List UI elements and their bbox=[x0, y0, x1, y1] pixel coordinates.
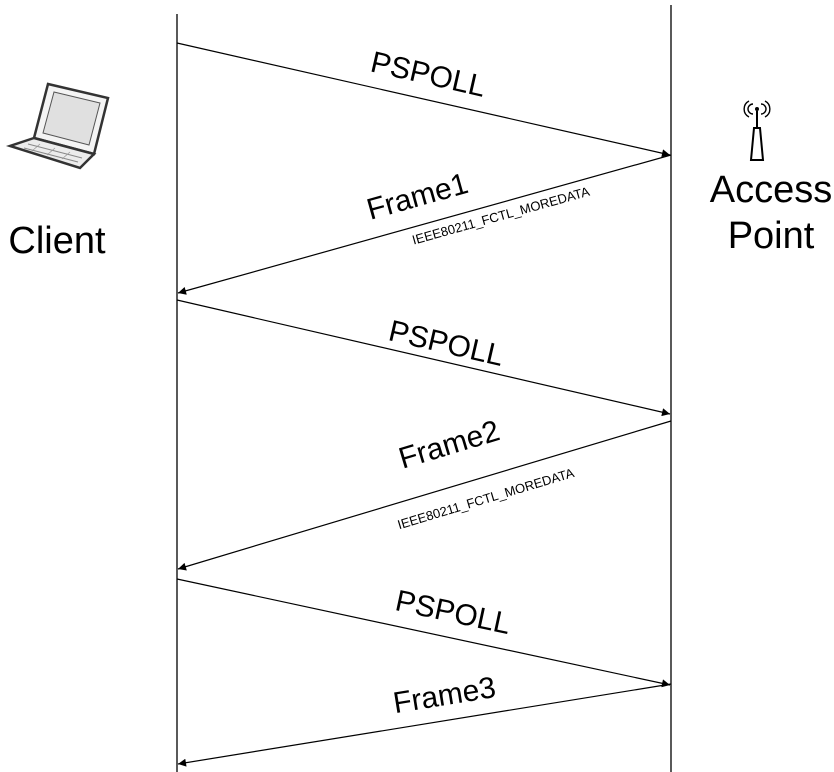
message-arrow-2 bbox=[177, 154, 672, 295]
message-label-1: PSPOLL bbox=[368, 46, 489, 104]
message-label-6: Frame3 bbox=[391, 671, 498, 720]
message-label-2: Frame1 bbox=[363, 167, 471, 227]
access-point-label-line1: Access bbox=[710, 169, 832, 211]
message-arrow-3 bbox=[176, 299, 671, 417]
message-arrow-4 bbox=[177, 420, 672, 571]
message-flag-4: IEEE80211_FCTL_MOREDATA bbox=[396, 465, 576, 532]
message-arrow-6 bbox=[177, 683, 672, 767]
message-label-4: Frame2 bbox=[395, 414, 503, 475]
message-label-3: PSPOLL bbox=[386, 315, 507, 373]
access-point-label-line2: Point bbox=[728, 215, 815, 257]
laptop-icon bbox=[5, 82, 110, 170]
message-arrow-1 bbox=[176, 42, 671, 158]
message-label-5: PSPOLL bbox=[392, 584, 513, 641]
antenna-icon bbox=[743, 100, 771, 161]
message-arrow-5 bbox=[176, 578, 671, 688]
client-label: Client bbox=[8, 220, 106, 262]
